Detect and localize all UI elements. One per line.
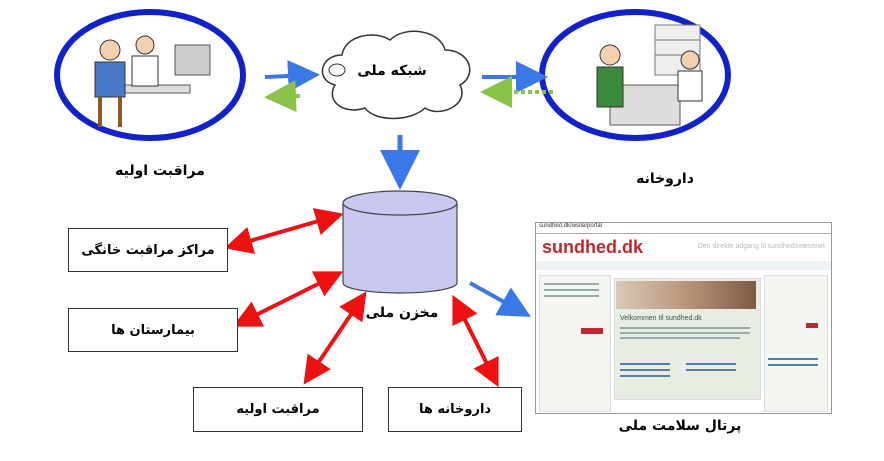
national-repository-cylinder bbox=[342, 190, 458, 294]
pharmacies-box: داروخانه ها bbox=[388, 387, 522, 432]
exchange-arrow-hospitals bbox=[232, 271, 344, 327]
portal-hero-image bbox=[616, 281, 756, 309]
portal-screenshot: sundhed.dk/wsite/portal sundhed.dk Den d… bbox=[535, 222, 832, 414]
pharmacies-label: داروخانه ها bbox=[418, 402, 492, 417]
exchange-arrow-pharmacies bbox=[452, 294, 499, 388]
primary-care-bottom-label: مراقبت اولیه bbox=[236, 402, 320, 417]
flow-arrow-to-portal bbox=[469, 281, 531, 317]
hospitals-box: بیمارستان ها bbox=[68, 308, 238, 352]
national-health-portal-label: پرتال سلامت ملی bbox=[619, 418, 742, 434]
primary-care-box: مراقبت اولیه bbox=[193, 387, 363, 432]
return-arrow-to-primary-care bbox=[264, 80, 301, 113]
home-care-centers-box: مراکز مراقبت خانگی bbox=[68, 228, 228, 272]
exchange-arrow-home-care bbox=[224, 208, 344, 254]
portal-logo: sundhed.dk bbox=[542, 237, 644, 257]
national-network-label: شبکه ملی bbox=[357, 63, 427, 79]
national-repository-label: مخزن ملی bbox=[366, 305, 439, 321]
primary-care-illustration bbox=[54, 9, 246, 141]
portal-address-bar: sundhed.dk/wsite/portal bbox=[536, 223, 831, 234]
portal-nav bbox=[536, 261, 831, 270]
primary-care-top-label: مراقبت اولیه bbox=[115, 163, 205, 179]
home-care-centers-label: مراکز مراقبت خانگی bbox=[81, 242, 215, 258]
pharmacy-illustration bbox=[539, 9, 731, 141]
portal-welcome-heading: Velkommen til sundhed.dk bbox=[620, 315, 702, 322]
pharmacy-top-label: داروخانه bbox=[636, 171, 694, 187]
portal-tagline: Den direkte adgang til sundhedsvæsenet bbox=[697, 243, 825, 250]
portal-right-column bbox=[764, 275, 828, 412]
national-network-cloud bbox=[321, 30, 471, 120]
portal-left-column bbox=[539, 275, 611, 412]
flow-arrow-to-network bbox=[264, 60, 320, 93]
exchange-arrow-primary-care bbox=[303, 291, 367, 385]
hospitals-label: بیمارستان ها bbox=[111, 322, 195, 338]
